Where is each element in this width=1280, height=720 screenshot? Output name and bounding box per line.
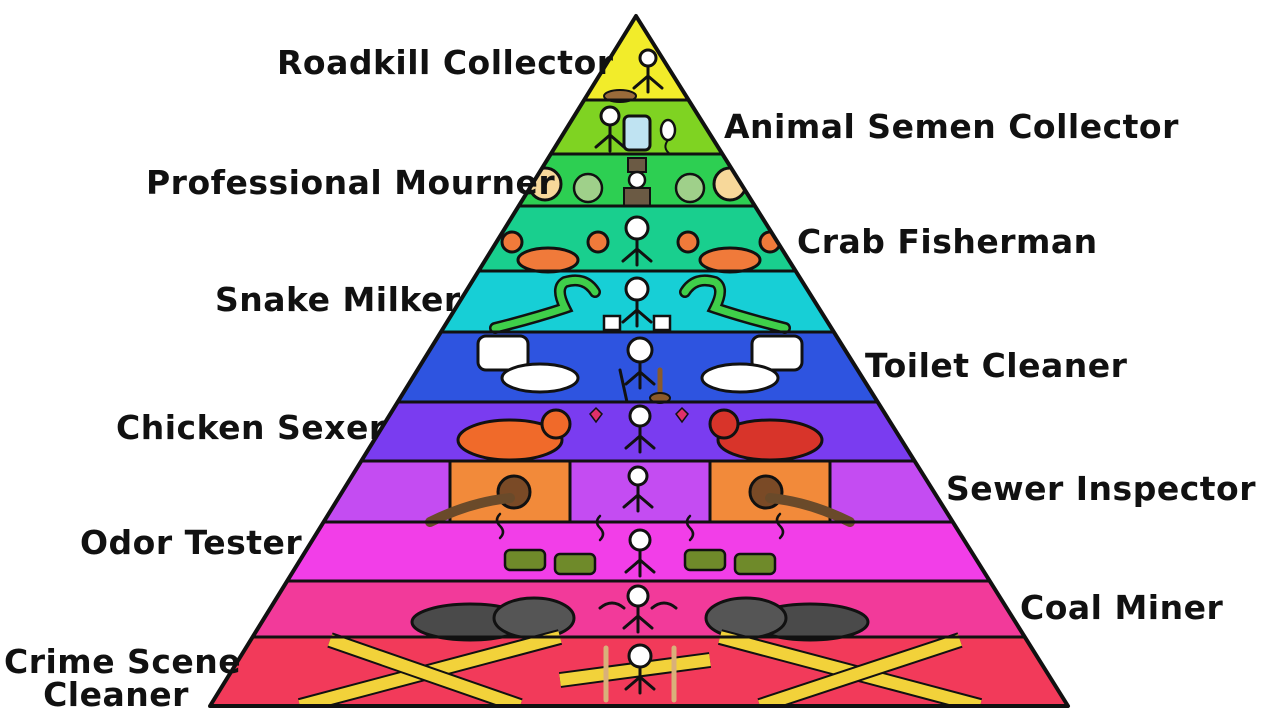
- label-crab-fisherman: Crab Fisherman: [797, 222, 1098, 261]
- sewer-pipe-icon: [425, 459, 855, 527]
- label-odor-tester: Odor Tester: [80, 523, 303, 562]
- coal-and-pickaxe-icon: [410, 584, 870, 642]
- label-snake-milker: Snake Milker: [215, 280, 461, 319]
- label-toilet-cleaner: Toilet Cleaner: [865, 346, 1128, 385]
- label-professional-mourner: Professional Mourner: [146, 163, 556, 202]
- label-crime-scene-cleaner: Crime Scene Cleaner: [4, 642, 242, 714]
- label-roadkill-collector: Roadkill Collector: [277, 43, 614, 82]
- label-coal-miner: Coal Miner: [1020, 588, 1224, 627]
- tier-roadkill-collector: [584, 16, 689, 100]
- snake-icon: [489, 274, 791, 334]
- caution-tape-icon: [297, 629, 983, 706]
- jar-and-sperm-icon: [594, 105, 677, 155]
- label-chicken-sexer: Chicken Sexer: [116, 408, 386, 447]
- smelly-trash-bag-icon: [495, 512, 785, 578]
- tier-dividers: [252, 98, 1025, 639]
- tier-odor-tester: [287, 522, 990, 581]
- label-sewer-inspector: Sewer Inspector: [946, 469, 1256, 508]
- pyramid-outline: [208, 14, 1070, 708]
- label-animal-semen-collector: Animal Semen Collector: [724, 107, 1179, 146]
- toilet-and-plunger-icon: [476, 334, 804, 404]
